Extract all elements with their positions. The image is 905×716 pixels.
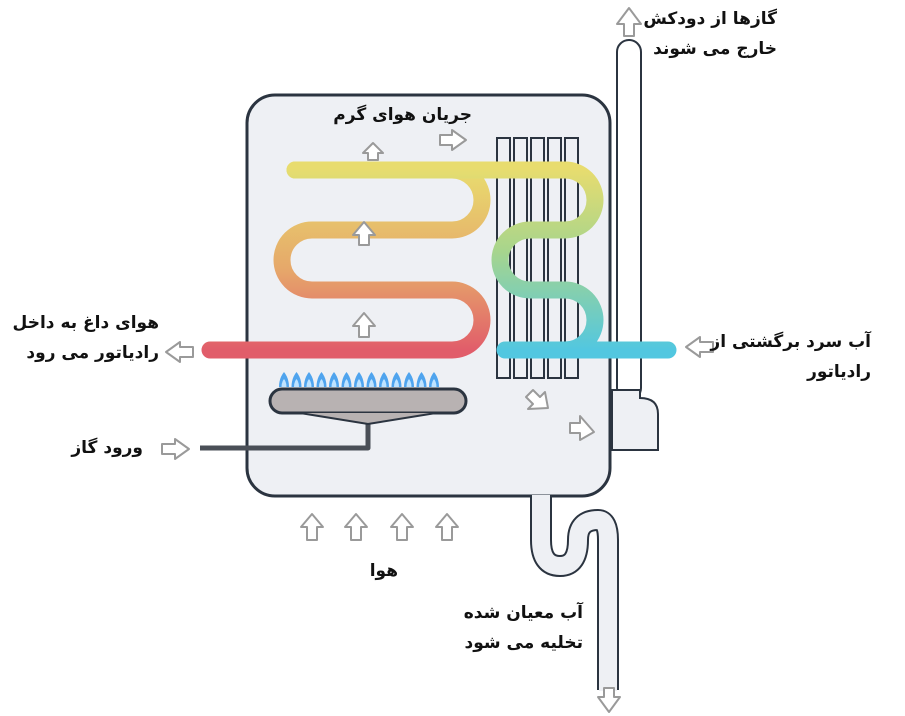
air-arrow-2 [344, 513, 368, 541]
inner-arrow-up-1 [352, 221, 376, 246]
burner [268, 387, 468, 415]
gas-inlet-label: ورود گاز [71, 438, 143, 458]
hot-air-flow-label: جریان هوای گرم [333, 105, 472, 125]
air-arrow-3 [390, 513, 414, 541]
diag-arrow-2 [569, 415, 595, 441]
hot-coil [201, 161, 491, 359]
flame-core [344, 379, 349, 387]
flame-core [331, 379, 337, 387]
return-water-line-1: آب سرد برگشتی از [710, 332, 871, 352]
hot-water-out-arrow [165, 341, 194, 363]
return-water-label: آب سرد برگشتی از رادیاتور [710, 327, 871, 387]
condensate-out-arrow [597, 687, 621, 713]
air-arrow-1 [300, 513, 324, 541]
air-label: هوا [369, 561, 398, 581]
hot-air-arrow-right [439, 129, 467, 151]
hot-air-out-line-1: هوای داغ به داخل [12, 313, 159, 333]
air-arrow-4 [435, 513, 459, 541]
cool-coil [286, 161, 677, 359]
flame-core [281, 379, 287, 387]
flame-core [419, 379, 424, 387]
condensate-label: آب معیان شده تخلیه می شود [464, 598, 583, 658]
flue-exhaust-arrow [616, 7, 642, 37]
flue-gas-line-2: خارج می شوند [653, 39, 777, 59]
flame-core [394, 379, 399, 387]
hot-air-out-line-2: رادیاتور می رود [26, 343, 159, 363]
flue-gas-line-1: گازها از دودکش [643, 9, 777, 29]
heat-exchanger-fins [496, 137, 579, 379]
hot-air-arrow-up [362, 142, 384, 161]
return-water-line-2: رادیاتور [807, 362, 871, 382]
flame-core [431, 379, 437, 387]
flame-core [406, 379, 412, 387]
flame-core [381, 379, 387, 387]
hot-air-out-label: هوای داغ به داخل رادیاتور می رود [13, 308, 159, 368]
flue-gas-label: گازها از دودکش خارج می شوند [643, 4, 777, 64]
condensate-line-2: تخلیه می شود [464, 633, 584, 653]
flame-core [369, 379, 374, 387]
burner-flames [279, 372, 439, 387]
gas-pipe [200, 420, 371, 451]
flame-core [356, 379, 362, 387]
inner-arrow-up-2 [352, 312, 376, 338]
return-water-in-arrow [685, 336, 714, 358]
diag-arrow-1 [525, 389, 549, 410]
flue-collector [611, 389, 659, 451]
gas-in-arrow [161, 438, 190, 460]
condensate-line-1: آب معیان شده [463, 603, 583, 623]
flame-core [319, 379, 324, 387]
flame-core [306, 379, 312, 387]
arrows [161, 7, 714, 713]
flame-core [294, 379, 299, 387]
